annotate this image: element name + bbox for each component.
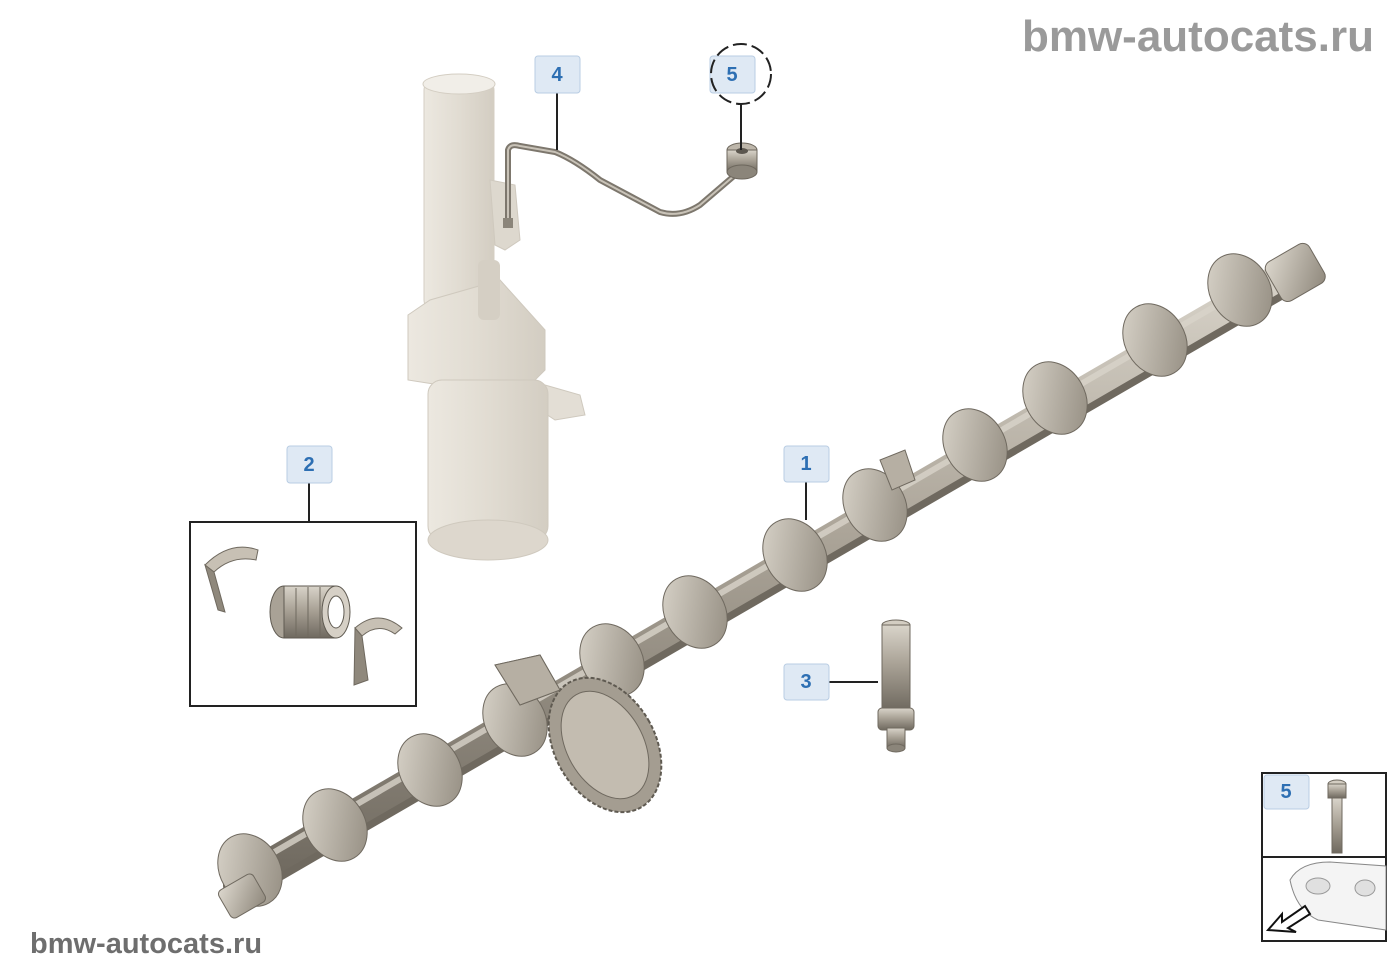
bearing-shell-right: [353, 617, 403, 686]
bearing-set-box: [189, 521, 417, 707]
oil-pipe: [503, 142, 745, 228]
cam-lobes: [217, 253, 1273, 907]
callout-4-text: 4: [551, 64, 563, 86]
callout-2-text: 2: [303, 454, 314, 476]
banjo-fitting: [726, 142, 758, 180]
direction-arrow-icon: [1265, 904, 1312, 933]
needle-bearing: [269, 585, 351, 639]
callout-2: 2: [286, 445, 333, 484]
callout-5: 5: [709, 43, 772, 105]
camshaft-front-end: [1264, 242, 1326, 302]
bearing-shell-left: [204, 546, 259, 613]
watermark-top: bmw-autocats.ru: [1021, 12, 1374, 61]
callout-1: 1: [783, 445, 830, 483]
car-front-icon: [1289, 861, 1387, 931]
sensor-pin: [877, 619, 915, 753]
callout-3: 3: [783, 663, 830, 701]
camshaft-gear: [494, 654, 663, 814]
callout-3-text: 3: [800, 671, 811, 693]
inset-bolt-icon: [1327, 779, 1347, 854]
camshaft-rear-end: [218, 873, 266, 919]
callout-inset-5: 5: [1263, 774, 1310, 810]
callout-5-text: 5: [726, 64, 737, 86]
callout-inset-5-text: 5: [1280, 781, 1291, 803]
callout-4: 4: [534, 55, 581, 94]
callout-1-text: 1: [800, 453, 811, 475]
leader-lines: [308, 93, 878, 683]
actuator-housing-ghost: [407, 73, 586, 561]
camshaft: [217, 242, 1326, 919]
watermark-bottom: bmw-autocats.ru: [30, 928, 263, 960]
